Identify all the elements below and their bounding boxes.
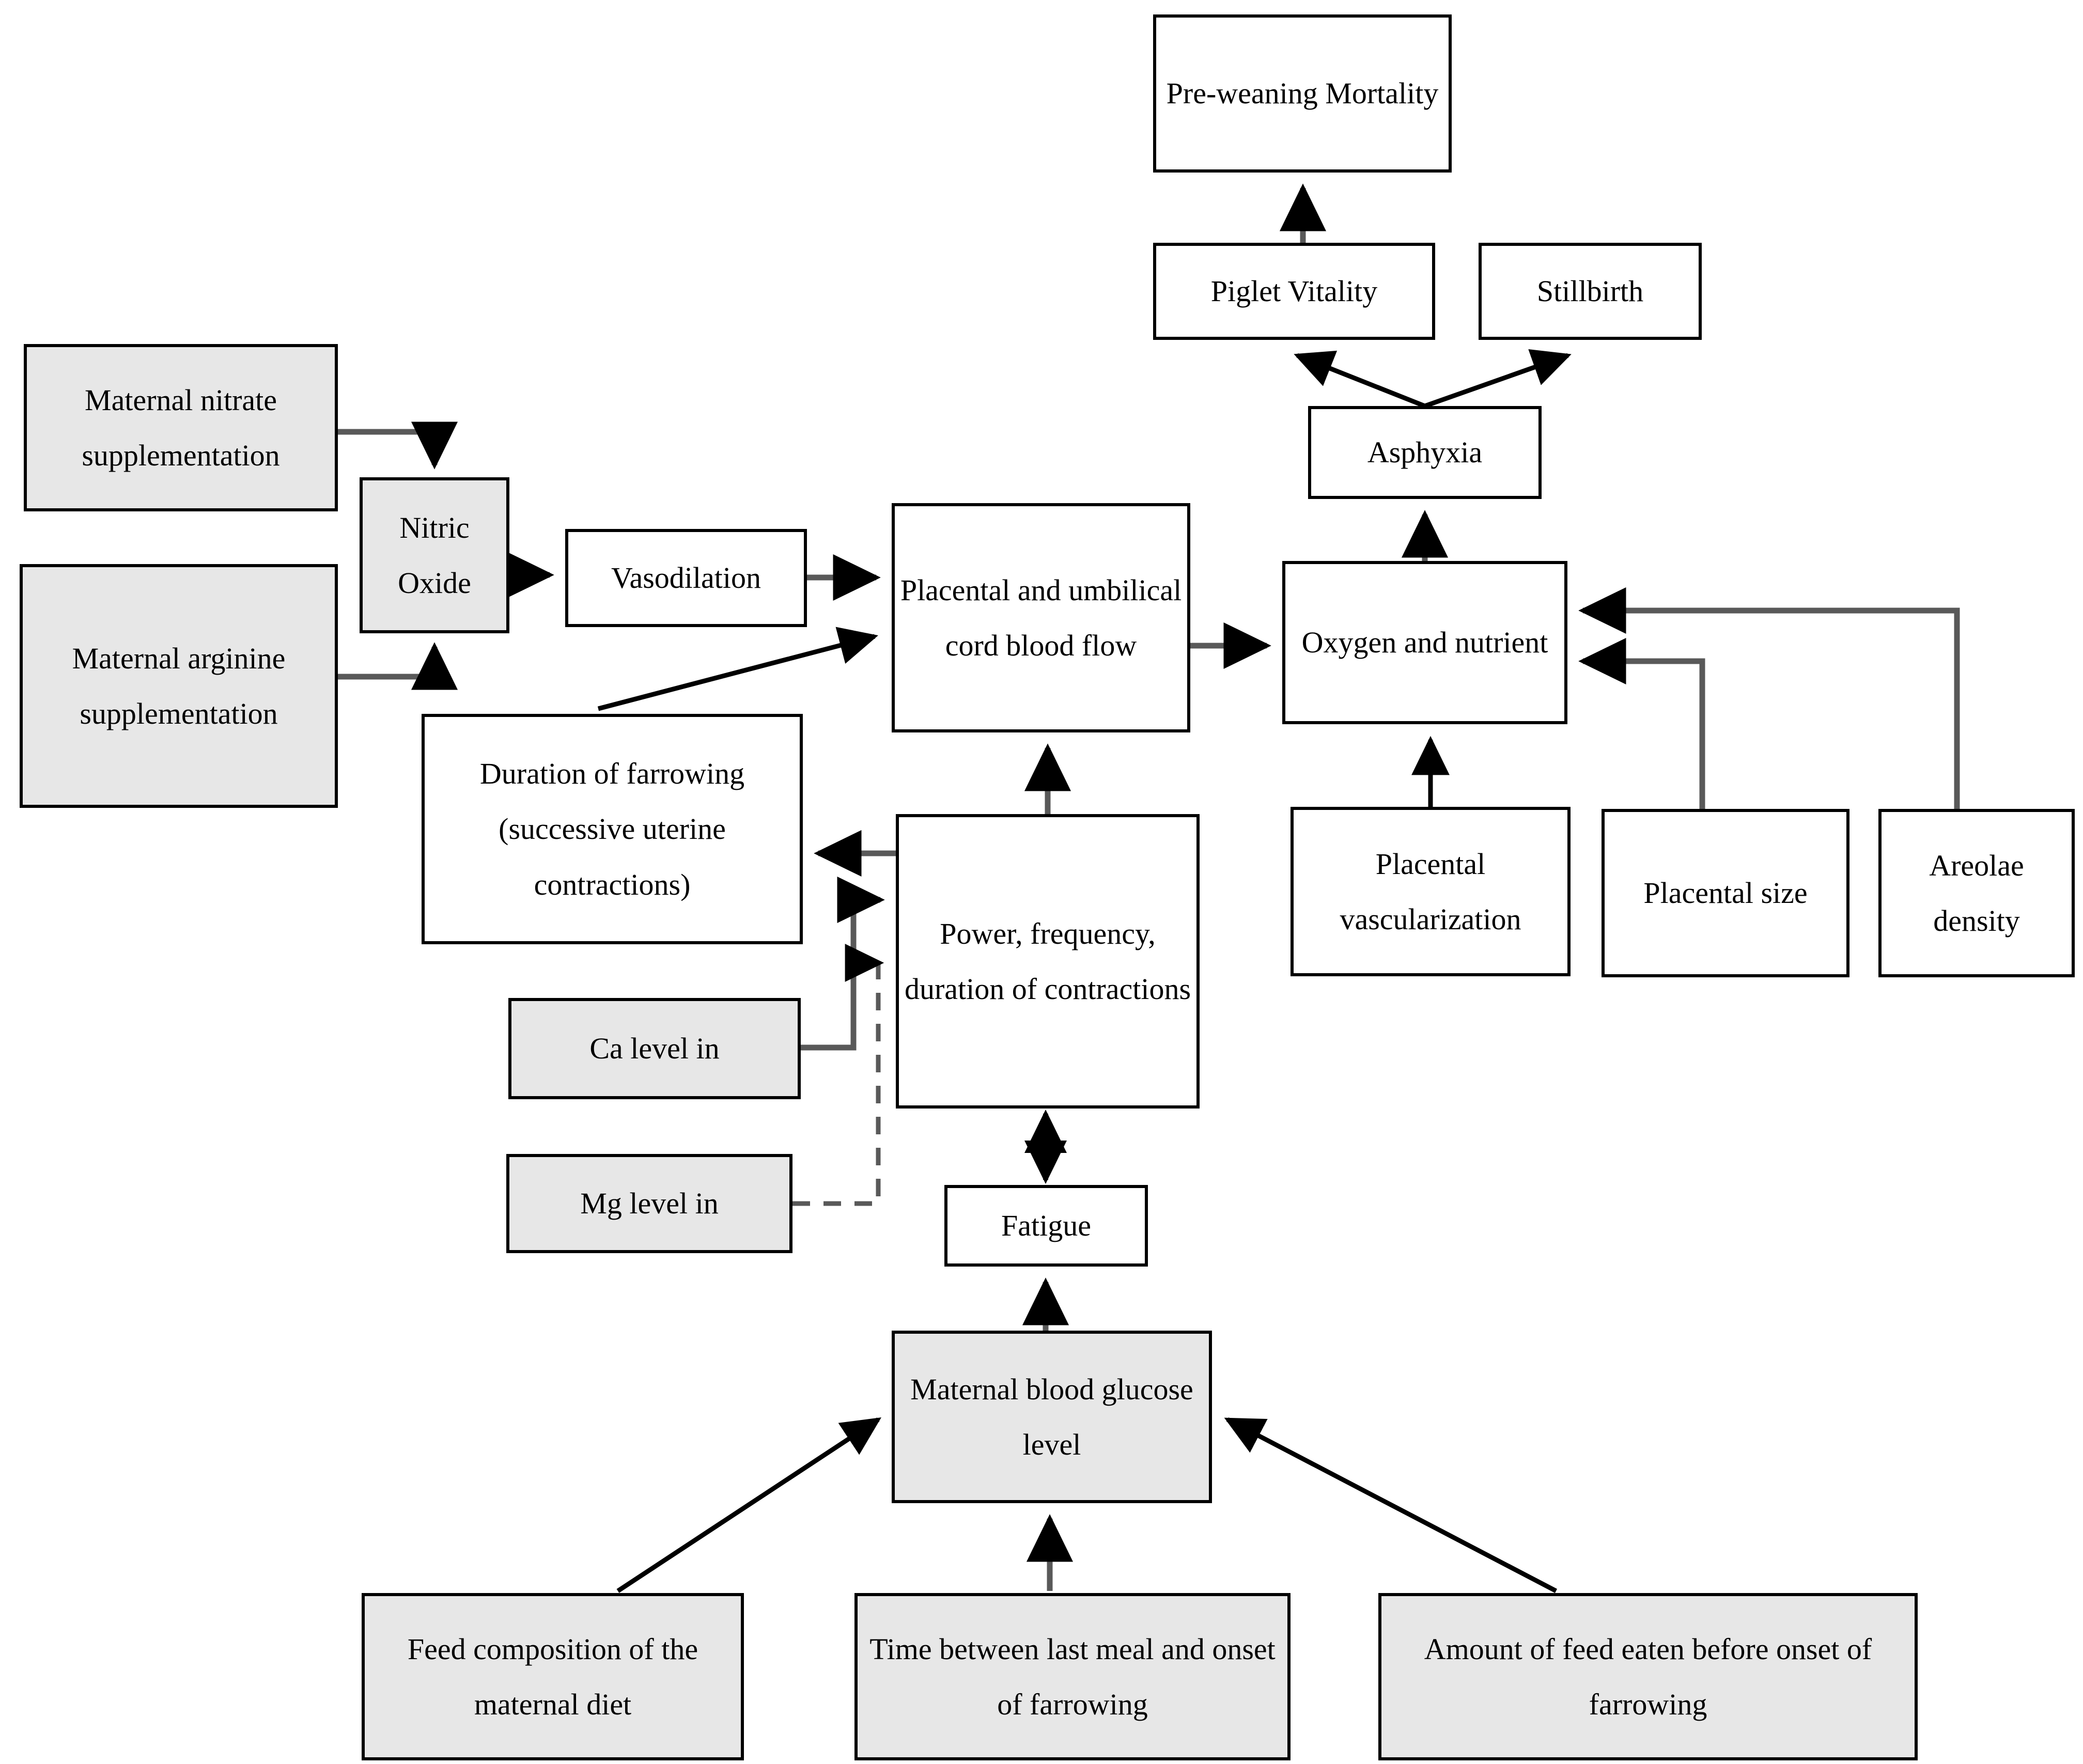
node-label: Amount of feed eaten before onset of far… [1424, 1632, 1872, 1721]
node-duration-of-farrowing[interactable]: Duration of farrowing (successive uterin… [422, 714, 803, 944]
node-nitric-oxide[interactable]: Nitric Oxide [360, 477, 509, 633]
edge-maternal-nitrate-to-nitric-oxide [338, 422, 458, 470]
edge-asphyxia-to-piglet-vitality [1294, 350, 1426, 409]
node-label: Fatigue [1001, 1209, 1091, 1243]
node-label: Maternal blood glucose level [910, 1372, 1193, 1461]
edge-placental-size-to-oxygen [1578, 637, 1705, 809]
node-label: Stillbirth [1536, 274, 1644, 308]
node-amount-of-feed-eaten-before-onset-of-farrowing[interactable]: Amount of feed eaten before onset of far… [1378, 1593, 1918, 1760]
node-placental-size[interactable]: Placental size [1602, 809, 1849, 977]
node-label: Duration of farrowing (successive uterin… [479, 757, 745, 901]
node-label: Time between last meal and onset of farr… [869, 1632, 1276, 1721]
edge-feed-composition-to-glucose [616, 1417, 882, 1593]
node-placental-and-umbilical-cord-blood-flow[interactable]: Placental and umbilical cord blood flow [892, 503, 1190, 732]
node-label: Feed composition of the maternal diet [407, 1632, 698, 1721]
node-maternal-blood-glucose-level[interactable]: Maternal blood glucose level [892, 1331, 1212, 1503]
node-piglet-vitality[interactable]: Piglet Vitality [1153, 243, 1435, 340]
node-label: Placental vascularization [1340, 847, 1521, 936]
node-maternal-nitrate-supplementation[interactable]: Maternal nitrate supplementation [24, 344, 338, 511]
node-label: Asphyxia [1367, 435, 1483, 470]
node-placental-vascularization[interactable]: Placental vascularization [1291, 807, 1571, 976]
node-feed-composition-of-the-maternal-diet[interactable]: Feed composition of the maternal diet [362, 1593, 744, 1760]
node-label: Maternal arginine supplementation [72, 641, 286, 730]
node-label: Oxygen and nutrient [1301, 626, 1548, 660]
edge-mg-level-to-power [792, 944, 884, 1206]
node-label: Maternal nitrate supplementation [82, 383, 280, 472]
node-areolae-density[interactable]: Areolae density [1878, 809, 2075, 977]
node-label: Placental size [1643, 876, 1808, 910]
node-label: Nitric Oxide [398, 510, 471, 600]
node-pre-weaning-mortality[interactable]: Pre-weaning Mortality [1153, 14, 1452, 173]
node-asphyxia[interactable]: Asphyxia [1308, 406, 1542, 499]
edge-maternal-arginine-to-nitric-oxide [338, 642, 458, 690]
node-vasodilation[interactable]: Vasodilation [565, 529, 807, 627]
node-label: Vasodilation [611, 561, 761, 595]
node-label: Power, frequency, duration of contractio… [904, 916, 1191, 1006]
node-maternal-arginine-supplementation[interactable]: Maternal arginine supplementation [20, 564, 338, 808]
edge-duration-to-blood-flow [597, 627, 878, 711]
node-label: Mg level in [580, 1187, 719, 1221]
edge-asphyxia-to-stillbirth [1424, 349, 1572, 409]
node-fatigue[interactable]: Fatigue [944, 1185, 1148, 1267]
node-power-frequency-duration-of-contractions[interactable]: Power, frequency, duration of contractio… [896, 814, 1200, 1109]
node-label: Areolae density [1929, 848, 2024, 938]
node-time-between-last-meal-and-onset-of-farrowing[interactable]: Time between last meal and onset of farr… [854, 1593, 1291, 1760]
node-label: Pre-weaning Mortality [1166, 76, 1439, 111]
edge-areolae-density-to-oxygen [1578, 587, 1960, 809]
node-label: Ca level in [589, 1032, 720, 1066]
node-oxygen-and-nutrient[interactable]: Oxygen and nutrient [1282, 561, 1567, 724]
node-label: Piglet Vitality [1210, 274, 1378, 308]
node-stillbirth[interactable]: Stillbirth [1479, 243, 1702, 340]
edge-amount-of-feed-to-glucose [1224, 1417, 1558, 1593]
node-mg-level-in[interactable]: Mg level in [506, 1154, 792, 1253]
node-ca-level-in[interactable]: Ca level in [508, 998, 801, 1099]
node-label: Placental and umbilical cord blood flow [900, 573, 1182, 662]
edge-ca-level-to-power [801, 876, 885, 1051]
